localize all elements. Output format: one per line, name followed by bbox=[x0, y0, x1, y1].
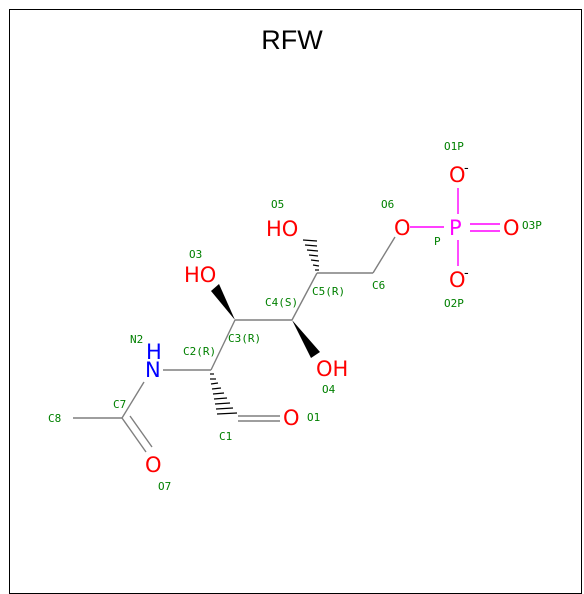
label-c7: C7 bbox=[113, 398, 126, 411]
atom-o4: OH bbox=[316, 357, 348, 381]
atom-o5: HO bbox=[266, 217, 298, 241]
wedge-c4-o4 bbox=[292, 320, 320, 358]
label-o5: O5 bbox=[271, 198, 284, 211]
label-c6: C6 bbox=[372, 279, 385, 292]
atoms: HO HO OH O P O - O - O O O H N bbox=[145, 161, 520, 477]
label-n2: N2 bbox=[130, 333, 143, 346]
diagram-title: RFW bbox=[261, 25, 323, 55]
atom-o2p: O bbox=[449, 268, 466, 292]
bond-c7-o7 bbox=[121, 417, 147, 453]
bond-c7-o7-second bbox=[129, 415, 153, 448]
label-c8: C8 bbox=[48, 412, 61, 425]
hash-c5-o5-5 bbox=[306, 249, 319, 252]
hash-bonds bbox=[210, 239, 320, 415]
label-p: P bbox=[434, 235, 441, 248]
hash-c2-c1-6 bbox=[213, 397, 228, 400]
label-o1p: O1P bbox=[444, 140, 464, 153]
hash-c2-c1-8 bbox=[215, 407, 234, 410]
atom-n2: N bbox=[145, 358, 161, 382]
hash-c5-o5-4 bbox=[308, 254, 319, 257]
diagram-frame bbox=[9, 9, 582, 594]
bonds bbox=[73, 188, 500, 453]
atom-o3p: O bbox=[503, 216, 520, 240]
hash-c2-c1-5 bbox=[212, 392, 225, 395]
atom-o3: HO bbox=[184, 263, 216, 287]
label-c1: C1 bbox=[219, 430, 232, 443]
atom-o7: O bbox=[145, 453, 162, 477]
hash-c2-c1-9 bbox=[216, 412, 238, 415]
label-o3: O3 bbox=[189, 248, 202, 261]
hash-c5-o5-6 bbox=[304, 244, 318, 247]
bond-c6-o6 bbox=[372, 236, 396, 274]
label-c4: C4(S) bbox=[265, 296, 298, 309]
hash-c5-o5-7 bbox=[302, 239, 318, 242]
atom-o6: O bbox=[394, 216, 411, 240]
hash-c5-o5-2 bbox=[312, 264, 320, 267]
hash-c2-c1-3 bbox=[210, 382, 219, 385]
label-o4: O4 bbox=[322, 383, 336, 396]
label-o6: O6 bbox=[381, 198, 394, 211]
bond-c4-c5 bbox=[291, 272, 318, 321]
hash-c2-c1-7 bbox=[214, 402, 231, 405]
label-c2: C2(R) bbox=[183, 345, 216, 358]
wedge-c3-o3 bbox=[211, 284, 235, 320]
atom-o1p-charge: - bbox=[464, 161, 469, 176]
hash-c5-o5-3 bbox=[310, 259, 320, 262]
label-c5: C5(R) bbox=[312, 285, 345, 298]
label-c3: C3(R) bbox=[228, 332, 261, 345]
bond-c7-n2 bbox=[121, 381, 145, 419]
atom-o2p-charge: - bbox=[464, 266, 469, 281]
label-o3p: O3P bbox=[522, 219, 542, 232]
wedge-bonds bbox=[211, 284, 320, 358]
label-o7: O7 bbox=[158, 480, 171, 493]
atom-p: P bbox=[449, 216, 462, 240]
hash-c2-c1-4 bbox=[211, 387, 222, 390]
bond-c2-c3 bbox=[210, 319, 236, 371]
label-o2p: O2P bbox=[444, 297, 464, 310]
atom-name-labels: O1P O5 O6 P O3P O3 C6 C4(S) C5(R) O2P N2… bbox=[48, 140, 542, 493]
atom-o1p: O bbox=[449, 163, 466, 187]
atom-n2-h: H bbox=[146, 340, 162, 364]
label-o1: O1 bbox=[307, 411, 320, 424]
atom-o1: O bbox=[283, 406, 300, 430]
